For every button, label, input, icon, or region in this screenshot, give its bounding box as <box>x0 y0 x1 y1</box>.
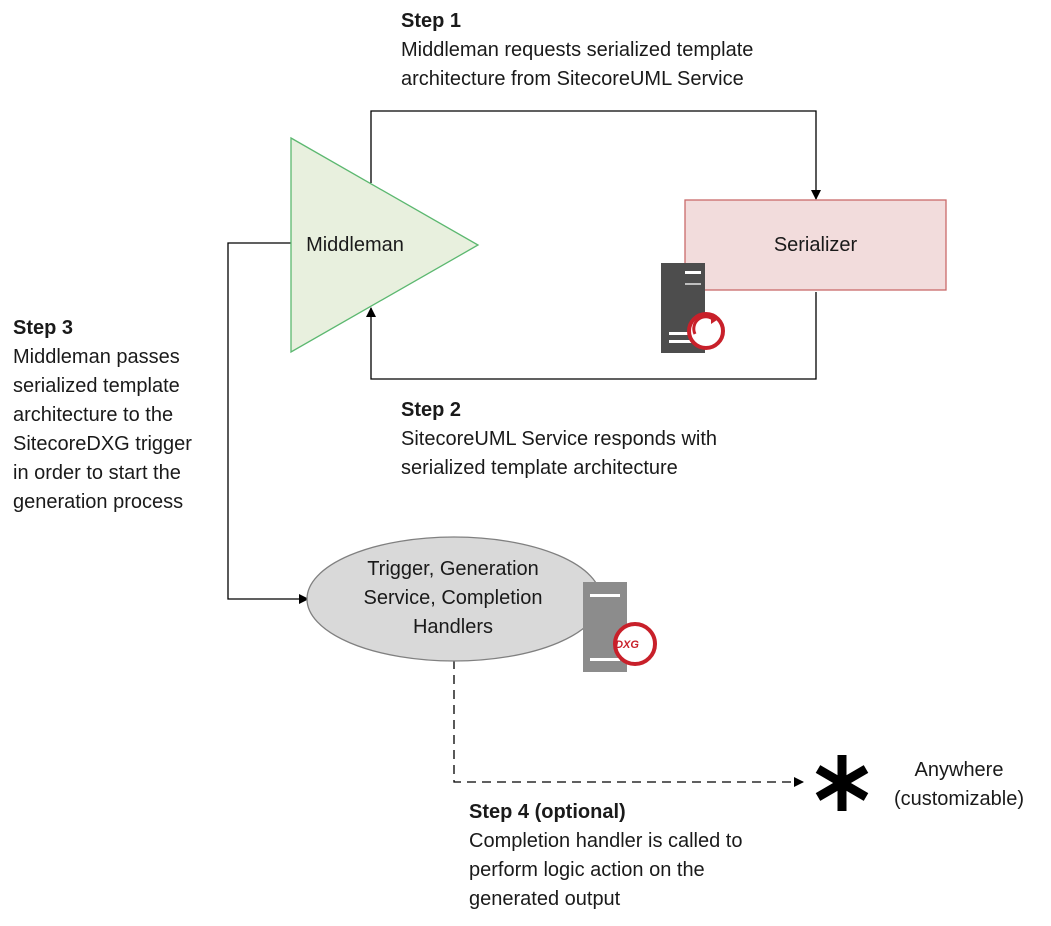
connector-step2 <box>366 292 817 380</box>
step2-body: SitecoreUML Service responds with serial… <box>401 428 718 479</box>
anywhere-label: Anywhere (customizable) <box>893 759 1025 810</box>
asterisk-icon <box>815 755 869 811</box>
step1-title: Step 1 <box>401 10 462 32</box>
trigger-label: Trigger, Generation Service, Completion … <box>363 558 543 638</box>
step1-body: Middleman requests serialized template a… <box>401 39 754 90</box>
server-uml-icon <box>661 263 725 353</box>
step3-body: Middleman passes serialized template arc… <box>13 346 192 513</box>
step3-text: Step 3 Middleman passes serialized templ… <box>13 314 192 517</box>
connector-step1 <box>370 110 821 200</box>
middleman-node <box>290 136 480 354</box>
server-dxg-icon: DXG <box>583 582 657 672</box>
serializer-node <box>684 199 947 291</box>
step3-title: Step 3 <box>13 317 74 339</box>
connector-step3 <box>227 242 309 604</box>
step4-title: Step 4 (optional) <box>469 801 626 823</box>
step2-title: Step 2 <box>401 399 462 421</box>
connector-step4 <box>453 660 804 787</box>
middleman-label: Middleman <box>306 234 404 256</box>
step4-text: Step 4 (optional) Completion handler is … <box>469 798 743 914</box>
serializer-label: Serializer <box>773 234 858 256</box>
step1-text: Step 1 Middleman requests serialized tem… <box>401 7 753 94</box>
step4-body: Completion handler is called to perform … <box>469 830 743 910</box>
dxg-badge-text: DXG <box>615 639 639 651</box>
step2-text: Step 2 SitecoreUML Service responds with… <box>401 396 717 483</box>
